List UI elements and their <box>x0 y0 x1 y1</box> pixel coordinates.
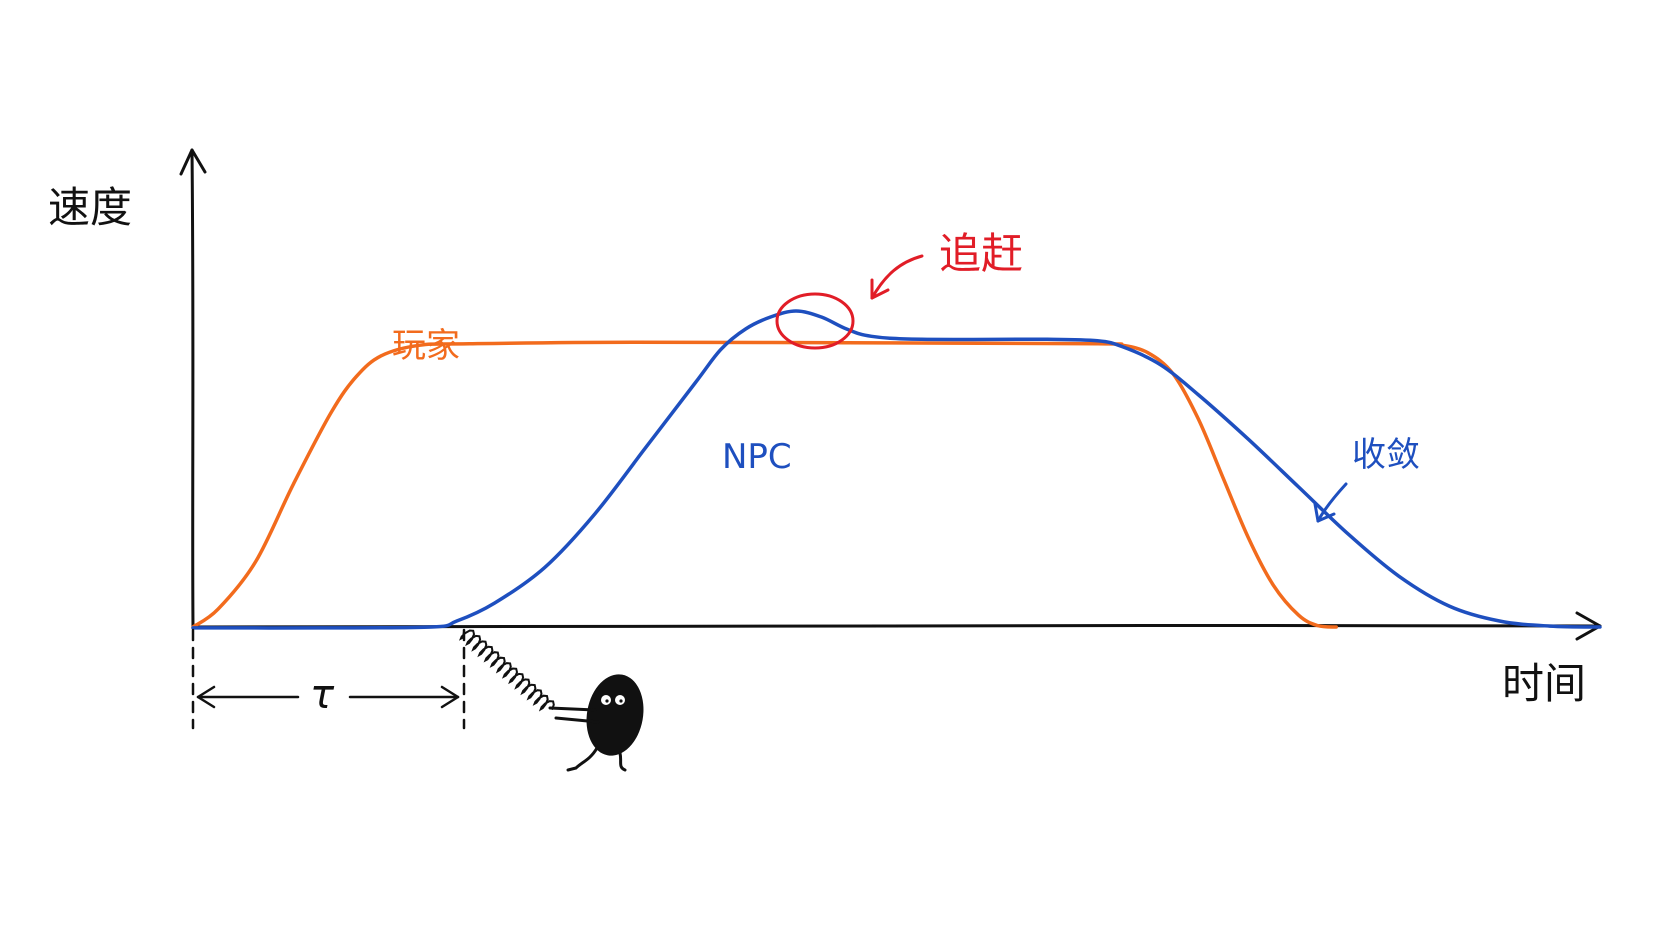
character-arm-lower <box>554 716 600 724</box>
delay-tau-label: τ <box>310 672 335 718</box>
character-body <box>586 674 644 756</box>
y-axis-arrowhead <box>179 148 207 176</box>
spring-coil <box>458 629 555 712</box>
delay-arrowhead-left <box>196 685 216 709</box>
catch-up-arrowhead <box>870 278 890 300</box>
character-left-leg <box>566 746 599 772</box>
delay-measure <box>191 628 466 730</box>
catch-up-arrow <box>870 254 924 300</box>
converge-arrowhead <box>1313 502 1336 523</box>
y-axis <box>190 148 195 629</box>
converge-arrow <box>1316 482 1348 523</box>
delay-arrowhead-right <box>440 685 460 709</box>
character-arm <box>548 706 597 712</box>
npc-series-label: NPC <box>722 437 792 477</box>
y-axis-label: 速度 <box>48 183 132 232</box>
catch-up-label: 追赶 <box>939 229 1023 278</box>
series-line-player <box>191 340 1338 629</box>
character-figure <box>548 674 644 772</box>
x-axis-label: 时间 <box>1502 659 1586 708</box>
converge-label: 收敛 <box>1352 435 1420 475</box>
catch-up-highlight-ellipse <box>775 292 855 350</box>
character-right-leg <box>618 751 627 772</box>
player-series-label: 玩家 <box>392 326 460 366</box>
